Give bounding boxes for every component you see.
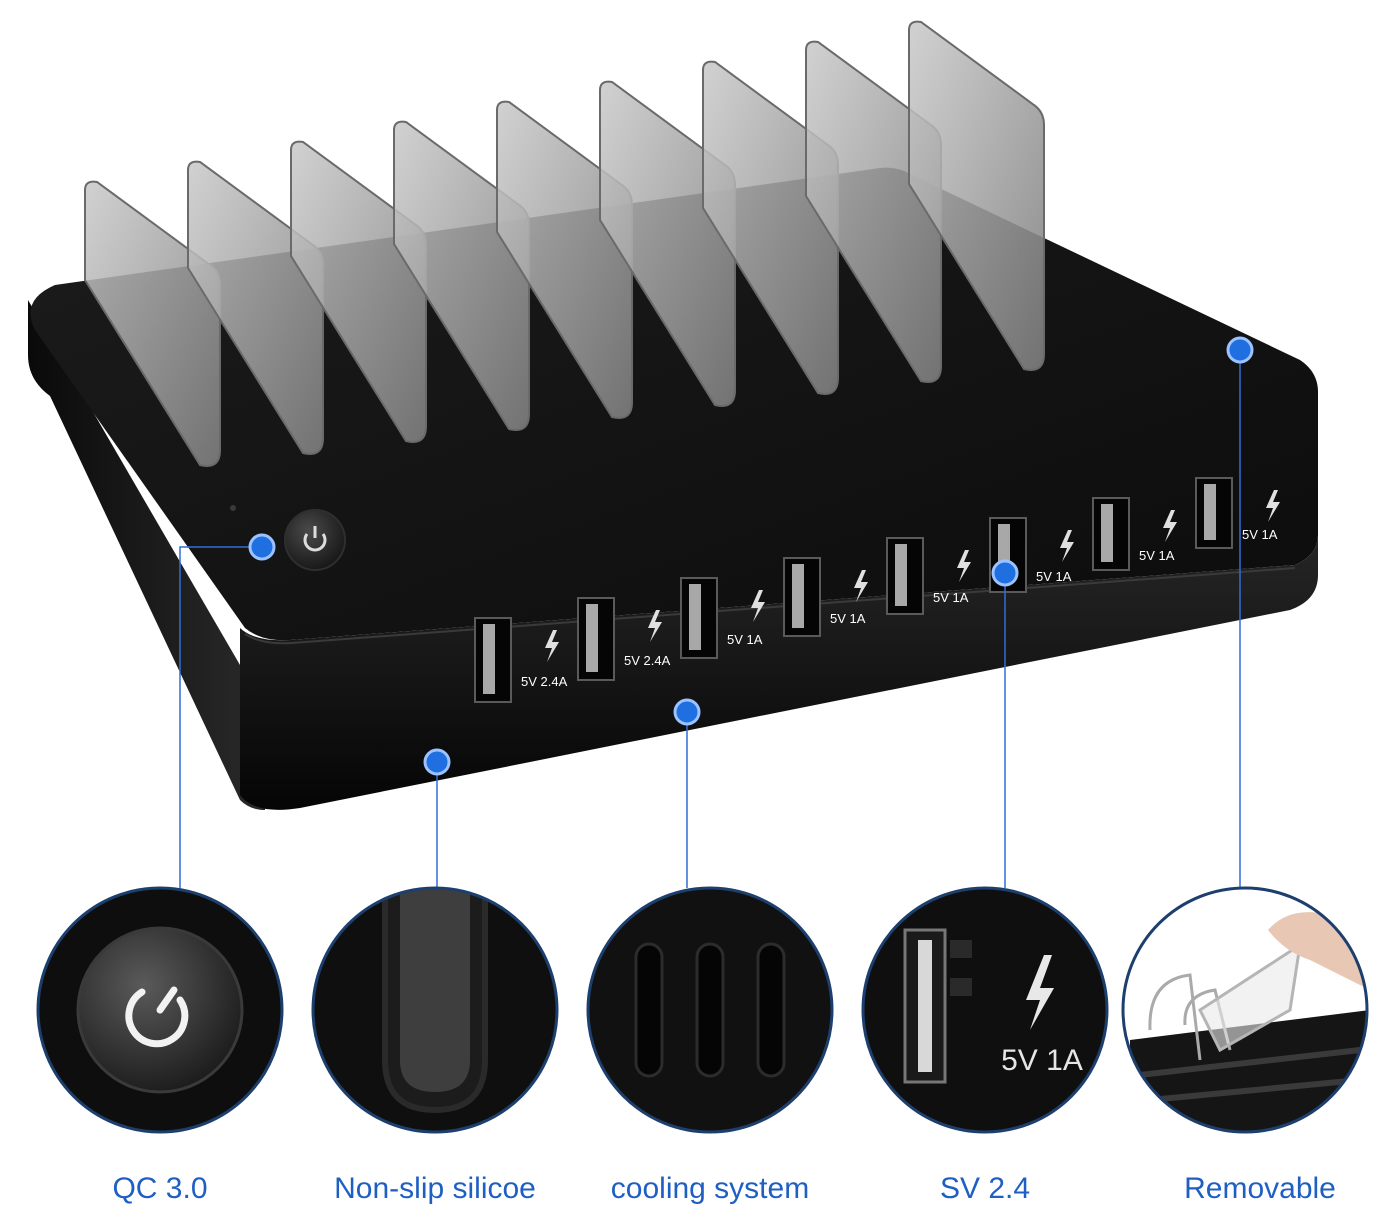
vent-slot — [695, 942, 725, 1078]
zoom-lightning-icon — [1026, 955, 1054, 1030]
station-front-edge-highlight — [244, 567, 1296, 645]
lightning-icon — [1266, 490, 1280, 522]
caption-qc: QC 3.0 — [112, 1172, 208, 1205]
lightning-icon — [1163, 510, 1177, 542]
removable-divider[interactable] — [908, 20, 1045, 371]
vent-slot — [756, 942, 786, 1078]
port-label: 5V 1A — [1139, 548, 1175, 563]
zoom-power-icon — [125, 986, 189, 1048]
callout-line-power — [179, 546, 262, 890]
status-led — [230, 505, 236, 511]
callout-dot-power — [248, 533, 276, 561]
vent-slot — [634, 942, 664, 1078]
caption-port: SV 2.4 — [939, 1172, 1031, 1205]
port-label: 5V 1A — [727, 632, 763, 647]
usb-port[interactable] — [680, 577, 718, 659]
zoom-port-label: 5V 1A — [1001, 1044, 1083, 1077]
usb-port-row: 5V 2.4A 5V 2.4A 5V 1A 5V 1A 5V 1A 5V 1A 5V 1A 5… — [474, 477, 1280, 703]
callout-dot-port — [991, 559, 1019, 587]
usb-port[interactable] — [783, 557, 821, 637]
usb-port[interactable] — [577, 597, 615, 681]
power-icon — [303, 526, 327, 552]
station-front-face — [240, 535, 1318, 810]
callout-dot-cooling — [673, 698, 701, 726]
caption-cooling: cooling system — [610, 1172, 810, 1205]
zoom-usb-port: 5V 1A — [861, 886, 1109, 1134]
lightning-icon — [648, 610, 662, 642]
caption-non-slip: Non-slip silicoe — [334, 1172, 536, 1205]
usb-port[interactable] — [1092, 497, 1130, 571]
port-label: 5V 1A — [1242, 527, 1278, 542]
port-label: 5V 1A — [933, 590, 969, 605]
port-label: 5V 2.4A — [624, 653, 671, 668]
lightning-icon — [545, 630, 559, 662]
callout-dot-silicone — [423, 748, 451, 776]
station-left-side — [28, 300, 265, 810]
lightning-icon — [751, 590, 765, 622]
lightning-icon — [957, 550, 971, 582]
usb-port[interactable] — [474, 617, 512, 703]
zoom-cooling-system — [586, 886, 834, 1134]
port-label: 5V 1A — [1036, 569, 1072, 584]
zoom-non-slip-silicone — [311, 886, 559, 1134]
zoom-removable-divider — [1121, 886, 1369, 1134]
lightning-icon — [854, 570, 868, 602]
port-label: 5V 1A — [830, 611, 866, 626]
usb-port[interactable] — [1195, 477, 1233, 549]
power-button[interactable] — [284, 509, 346, 571]
lightning-icon — [1060, 530, 1074, 562]
divider-group — [84, 20, 1045, 467]
caption-removable: Removable — [1184, 1172, 1336, 1205]
usb-port[interactable] — [886, 537, 924, 615]
callout-lines — [179, 350, 1241, 890]
port-label: 5V 2.4A — [521, 674, 568, 689]
callout-dot-divider — [1226, 336, 1254, 364]
callout-dots — [248, 336, 1254, 776]
zoom-power-button — [36, 886, 284, 1134]
